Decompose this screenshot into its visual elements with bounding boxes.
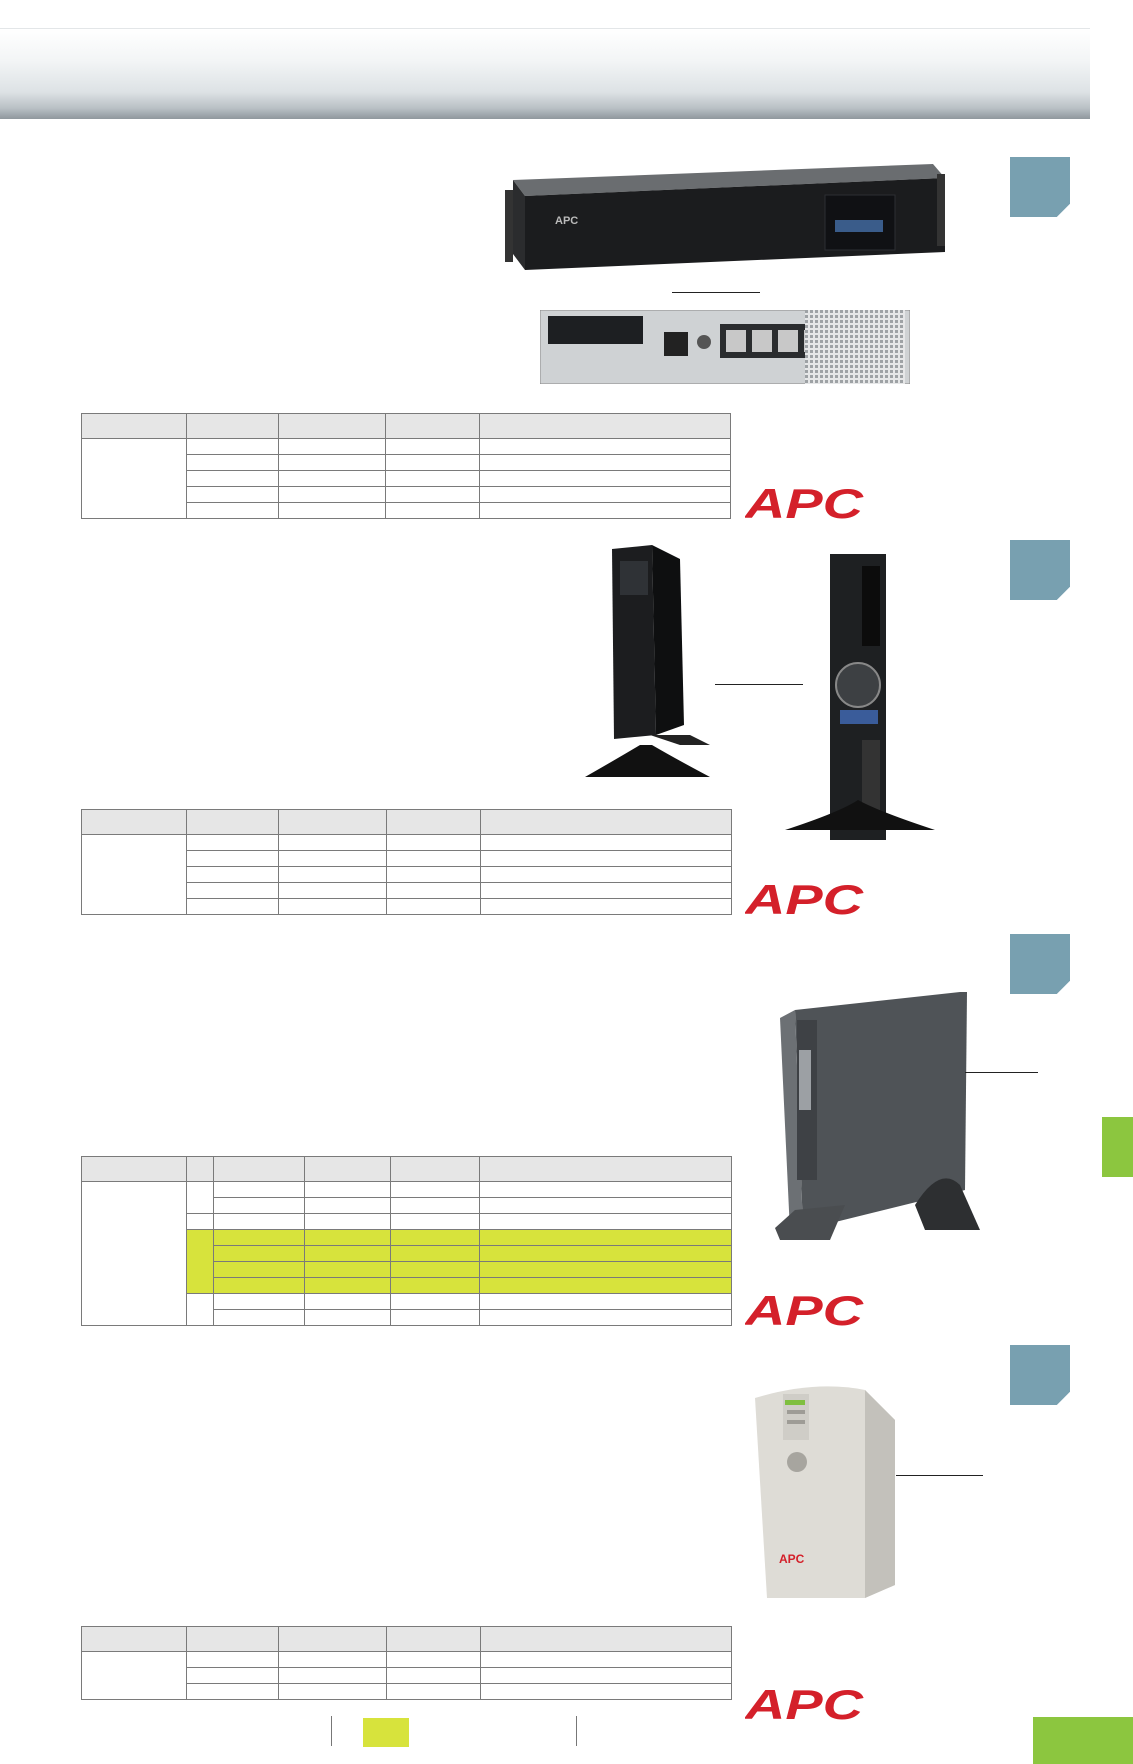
table-header-row <box>81 1626 732 1652</box>
apc-logo: APC <box>745 878 864 918</box>
table-row <box>82 1309 732 1326</box>
image-callout-line <box>672 292 760 293</box>
spec-table-4 <box>81 1626 732 1700</box>
table-row-highlighted <box>82 1277 732 1294</box>
section-tab-1 <box>1010 157 1070 217</box>
rack-ups-front-image: APC <box>505 164 945 270</box>
section-tab-3 <box>1010 934 1070 994</box>
table-row <box>81 1181 732 1326</box>
apc-logo: APC <box>745 1289 864 1329</box>
table-row <box>82 850 732 867</box>
apc-logo: APC <box>745 482 864 522</box>
section-tab-4 <box>1010 1345 1070 1405</box>
apc-logo: APC <box>745 1683 864 1723</box>
rack-ups-rear-image <box>540 310 910 384</box>
tower-ups-front-image <box>585 545 710 777</box>
table-row <box>81 834 732 915</box>
svg-text:APC: APC <box>745 1289 864 1329</box>
svg-text:APC: APC <box>745 1683 864 1723</box>
spec-table-2 <box>81 809 732 915</box>
page-corner-tab <box>1033 1717 1133 1764</box>
table-row <box>82 470 731 487</box>
spec-table-3 <box>81 1156 732 1326</box>
table-header-row <box>81 413 731 439</box>
table-row <box>82 1293 732 1326</box>
footer-color-swatch <box>363 1718 409 1747</box>
table-header-row <box>81 1156 732 1182</box>
table-row <box>82 898 732 915</box>
table-row <box>82 1197 732 1214</box>
table-row-highlighted <box>82 1245 732 1262</box>
spec-table-1 <box>81 413 731 519</box>
tower-ups-rear-image <box>785 554 935 840</box>
tower-rt-ups-image <box>775 992 980 1240</box>
image-callout-line <box>896 1475 983 1476</box>
page-header-banner <box>0 28 1090 119</box>
chapter-side-tab <box>1102 1117 1133 1177</box>
footer-divider <box>331 1716 332 1746</box>
svg-text:APC: APC <box>745 878 864 918</box>
svg-text:APC: APC <box>555 215 578 227</box>
table-row <box>82 502 731 519</box>
svg-text:APC: APC <box>779 1552 805 1566</box>
table-row <box>82 882 732 899</box>
table-row <box>81 1651 732 1700</box>
image-callout-line <box>715 684 803 685</box>
table-row <box>82 866 732 883</box>
footer-divider <box>576 1716 577 1746</box>
section-tab-2 <box>1010 540 1070 600</box>
table-row <box>81 438 731 519</box>
back-ups-image: APC <box>755 1386 895 1598</box>
image-callout-line <box>965 1072 1038 1073</box>
table-header-row <box>81 809 732 835</box>
table-row <box>82 1683 732 1700</box>
table-row <box>82 486 731 503</box>
svg-text:APC: APC <box>745 482 864 522</box>
